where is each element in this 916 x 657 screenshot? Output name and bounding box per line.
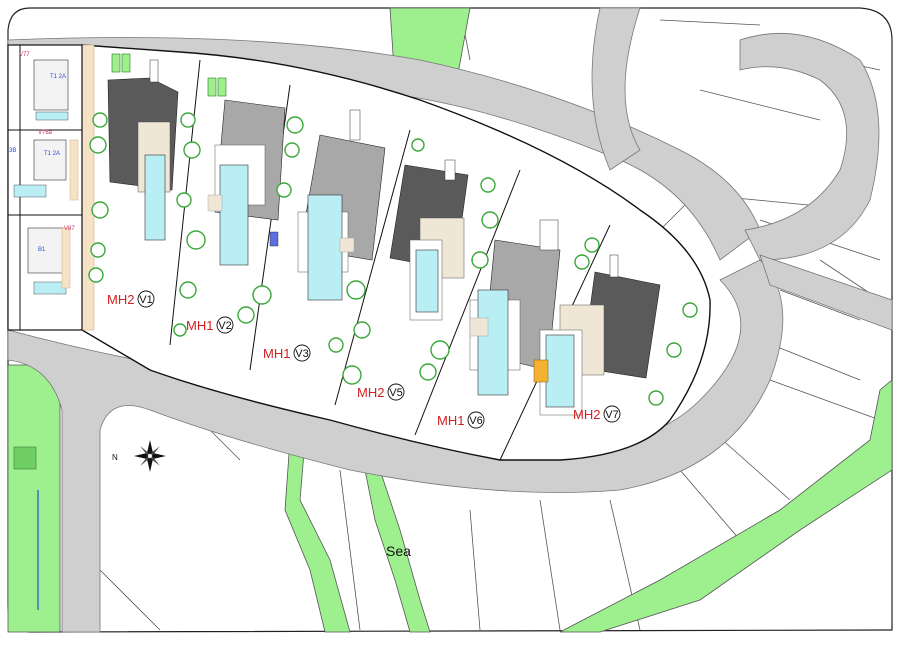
- hatched-parking: [13, 446, 37, 470]
- plot-type-label: MH2: [357, 385, 384, 400]
- parking-bays: [111, 53, 227, 97]
- unit-code: 3B: [9, 148, 16, 154]
- unit-code: T1 2A: [44, 151, 60, 157]
- neighbor-code-v78a: V78a: [38, 130, 53, 136]
- road-east-spur: [759, 254, 893, 331]
- trees: [88, 112, 698, 406]
- villa-number-label: V2: [218, 320, 231, 332]
- gravel-strip: [81, 44, 95, 331]
- unit-code: T1 2A: [50, 74, 66, 80]
- neighbor-code-v87: V87: [64, 226, 75, 232]
- plot-type-label: MH1: [263, 346, 290, 361]
- neighbor-plots: [7, 44, 83, 331]
- plot-type-label: MH2: [573, 407, 600, 422]
- plot-type-label: MH1: [437, 413, 464, 428]
- villa-v2: [207, 99, 286, 266]
- villa-v3: [297, 109, 386, 301]
- plot-label-v3: MH1 V3: [263, 344, 311, 362]
- villa-v7: [533, 254, 661, 416]
- compass-rose-icon: [134, 440, 166, 472]
- plot-type-label: MH2: [107, 292, 134, 307]
- villa-number-label: V6: [469, 415, 482, 427]
- villa-number-label: V3: [295, 348, 308, 360]
- villa-v5: [389, 159, 469, 321]
- villa-number-label: V1: [139, 294, 152, 306]
- road-north: [591, 7, 641, 171]
- plot-label-v7: MH2 V7: [573, 405, 621, 423]
- plot-type-label: MH1: [186, 318, 213, 333]
- plot-label-v6: MH1 V6: [437, 411, 485, 429]
- sea-label: Sea: [386, 543, 411, 559]
- villa-number-label: V5: [389, 387, 402, 399]
- compass-north-label: N: [112, 453, 118, 462]
- green-areas: [7, 7, 893, 633]
- plot-label-v2: MH1 V2: [186, 316, 234, 334]
- neighbor-codes: V77 V78a V87 T1 2A 3B T1 2A B1: [9, 52, 75, 253]
- plot-label-v5: MH2 V5: [357, 383, 405, 401]
- villa-number-label: V7: [605, 409, 618, 421]
- unit-code: B1: [38, 247, 46, 253]
- plot-label-v1: MH2 V1: [107, 290, 155, 308]
- neighbor-code-v77: V77: [19, 52, 30, 58]
- villa-v1: [107, 59, 179, 241]
